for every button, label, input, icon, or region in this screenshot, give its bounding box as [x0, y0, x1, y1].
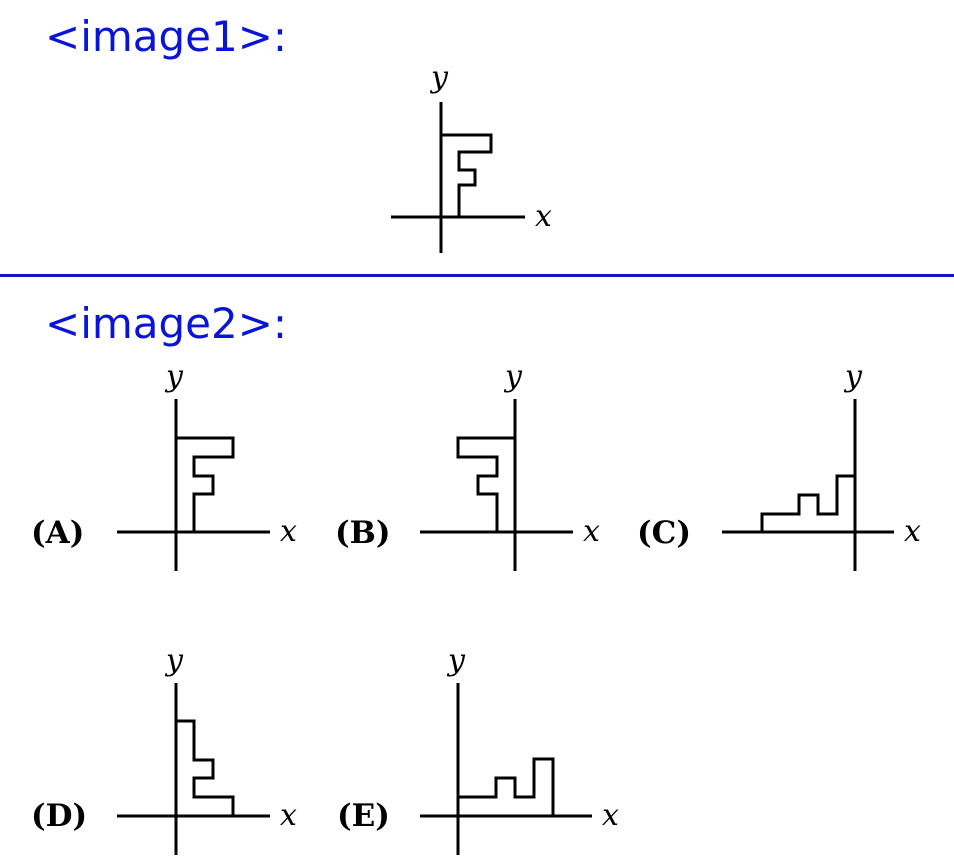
y-axis-label: y — [164, 643, 184, 678]
image2-header: <image2>: — [45, 299, 288, 348]
option-label-d: (D) — [31, 798, 87, 834]
option-b[interactable]: (B) x y — [335, 359, 600, 571]
f-shape — [456, 436, 515, 532]
option-c[interactable]: (C) x y — [637, 359, 921, 571]
x-axis-label: x — [280, 514, 297, 549]
option-e[interactable]: (E) x y — [337, 643, 619, 855]
y-axis-label: y — [429, 60, 449, 95]
y-axis-label: y — [446, 643, 466, 678]
f-shape — [760, 474, 855, 532]
x-axis-label: x — [280, 798, 297, 833]
option-d[interactable]: (D) x y — [31, 643, 297, 855]
f-shape — [176, 719, 235, 816]
y-axis-label: y — [164, 359, 184, 394]
image1-header: <image1>: — [45, 12, 288, 61]
y-axis-label: y — [503, 359, 523, 394]
y-axis-label: y — [843, 359, 863, 394]
option-label-a: (A) — [31, 515, 84, 551]
x-axis-label: x — [583, 514, 600, 549]
section-divider — [0, 274, 954, 277]
x-axis-label: x — [602, 798, 619, 833]
reference-figure: x y — [391, 60, 552, 253]
x-axis-label: x — [535, 199, 552, 234]
f-shape — [176, 436, 235, 532]
x-axis-label: x — [904, 514, 921, 549]
f-shape — [441, 133, 493, 217]
option-a[interactable]: (A) x y — [31, 359, 297, 571]
option-label-e: (E) — [337, 798, 390, 834]
f-shape — [458, 757, 555, 816]
option-label-b: (B) — [335, 515, 391, 551]
option-label-c: (C) — [637, 515, 691, 551]
